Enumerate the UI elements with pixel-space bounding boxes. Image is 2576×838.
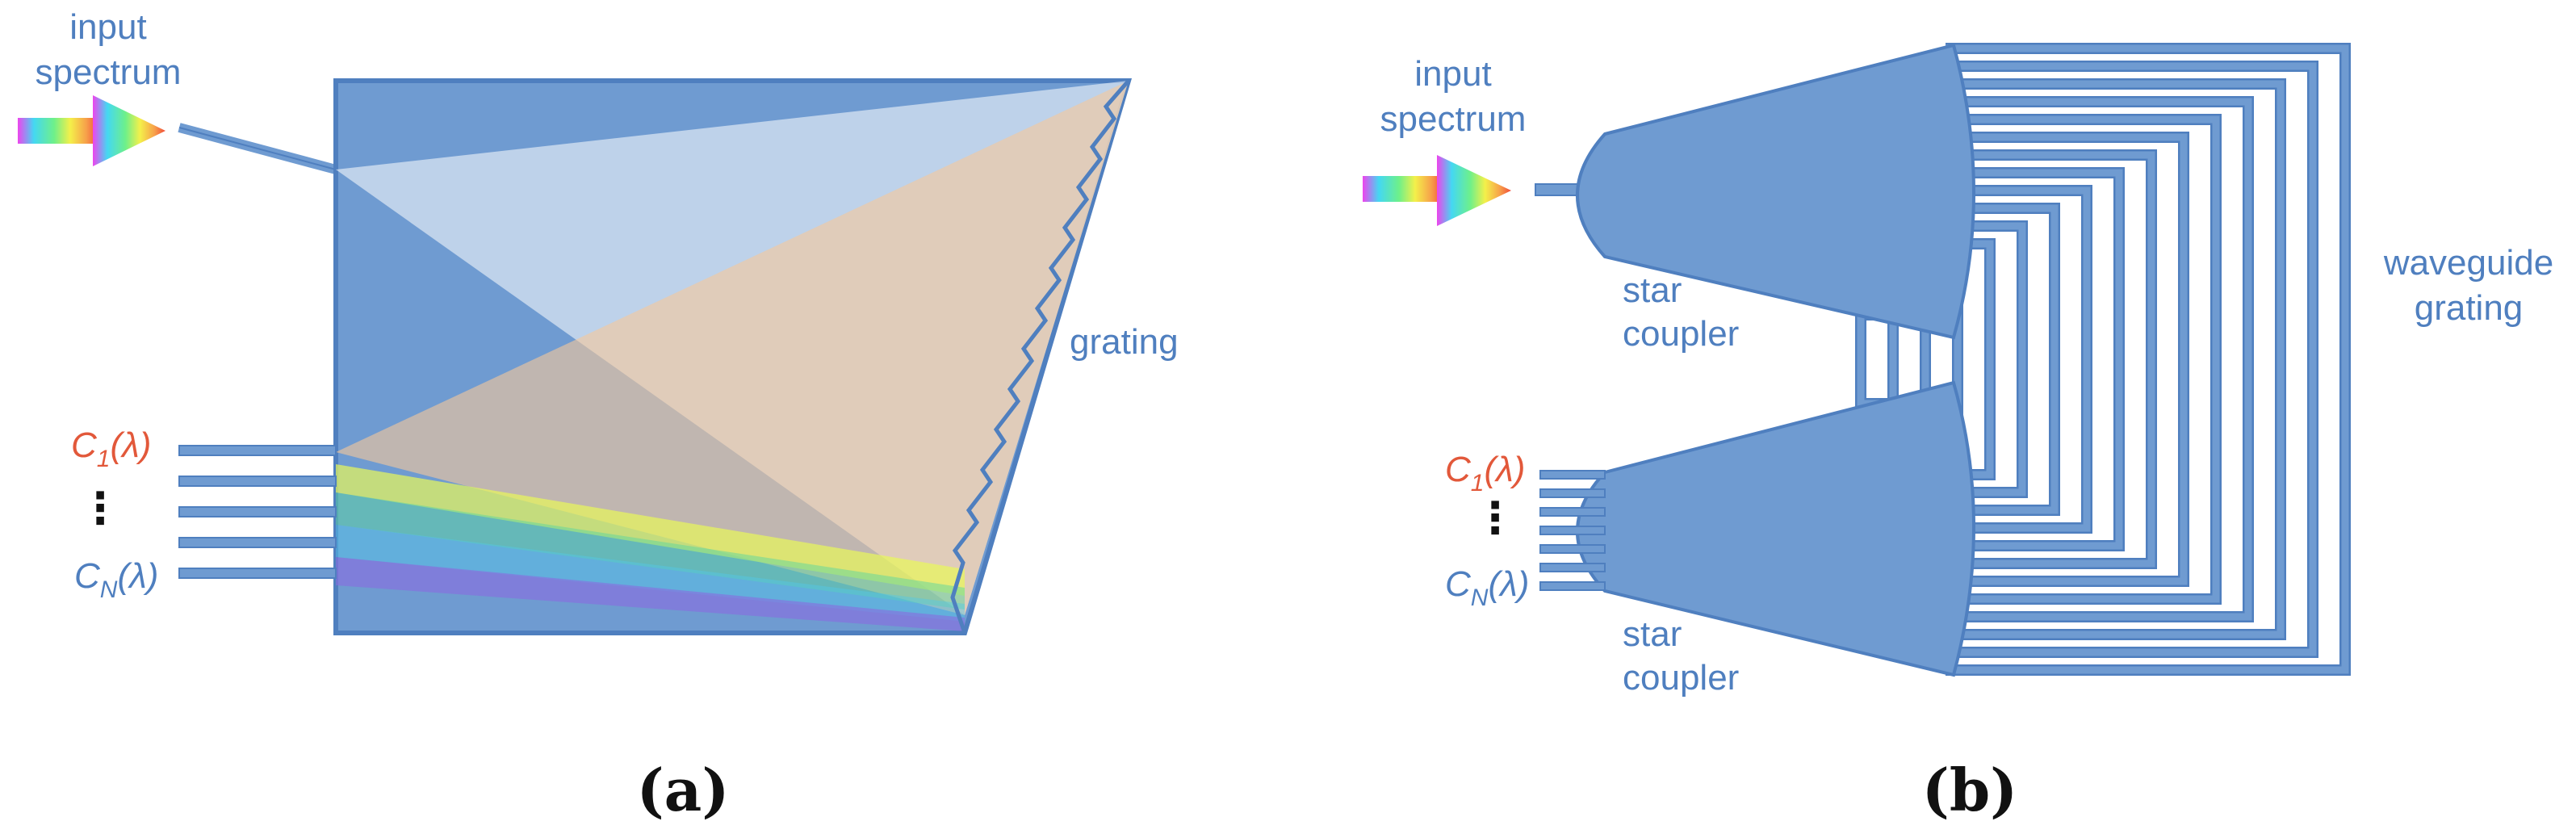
reflected-beam [336,81,1129,615]
channel-1-label-a: C1(λ) [71,425,151,472]
caption-b: (b) [1922,756,2017,824]
input-label-a-line1: input [69,7,146,47]
input-label-a-line2: spectrum [36,52,182,92]
waveguide-grating-line1: waveguide [2383,243,2553,283]
input-label-b-line2: spectrum [1380,99,1527,139]
grating-sawtooth [950,79,1130,634]
star-coupler-top-line2: coupler [1623,314,1739,354]
waveguide-arm-core [1946,222,2026,497]
waveguide-arm-core [1946,133,2188,585]
waveguide-arm-core [1946,169,2123,550]
star-coupler-bottom-line1: star [1623,614,1682,654]
waveguide-arm-core [1946,115,2220,603]
grating-label: grating [1070,322,1179,362]
beam-yellow [336,464,965,596]
channel-n-label-b: CN(λ) [1445,564,1529,611]
caption-a: (a) [637,756,730,824]
waveguide-arm-core [1946,151,2155,568]
waveguide-arm-core [1946,44,2349,674]
waveguide-grating-array [1855,43,2351,676]
input-spectrum-arrow-icon-b [1363,155,1511,226]
input-spectrum-arrow-icon [18,95,165,166]
input-waveguide-b [1535,183,1581,196]
panel-a: input spectrum grating C1(λ) ⋮ CN(λ) (a) [18,7,1179,824]
waveguide-arm-core [1946,98,2252,621]
beam-green [336,492,965,610]
beam-cyan [336,525,965,622]
star-coupler-bottom [1576,380,1975,677]
panel-b: input spectrum C1(λ) ⋮ CN(λ) star couple… [1363,43,2553,824]
channel-1-label-b: C1(λ) [1445,450,1525,497]
channel-ellipsis-b: ⋮ [1473,492,1517,543]
waveguide-arm-core [1946,204,2059,514]
waveguide-arm-core [1946,62,2317,656]
star-coupler-bottom-line2: coupler [1623,658,1739,698]
star-coupler-top [1576,43,1975,340]
input-label-b-line1: input [1414,54,1491,94]
waveguide-arm [1946,78,2286,640]
output-waveguides-a [178,445,337,579]
waveguide-grating-line2: grating [2415,288,2524,328]
beam-violet [336,557,965,631]
channel-ellipsis-a: ⋮ [78,483,122,534]
waveguide-arm-core [1946,186,2091,532]
waveguide-arm-core [1946,80,2285,639]
channel-n-label-a: CN(λ) [74,556,158,603]
output-waveguides-b [1539,470,1606,591]
star-coupler-top-line1: star [1623,270,1682,310]
